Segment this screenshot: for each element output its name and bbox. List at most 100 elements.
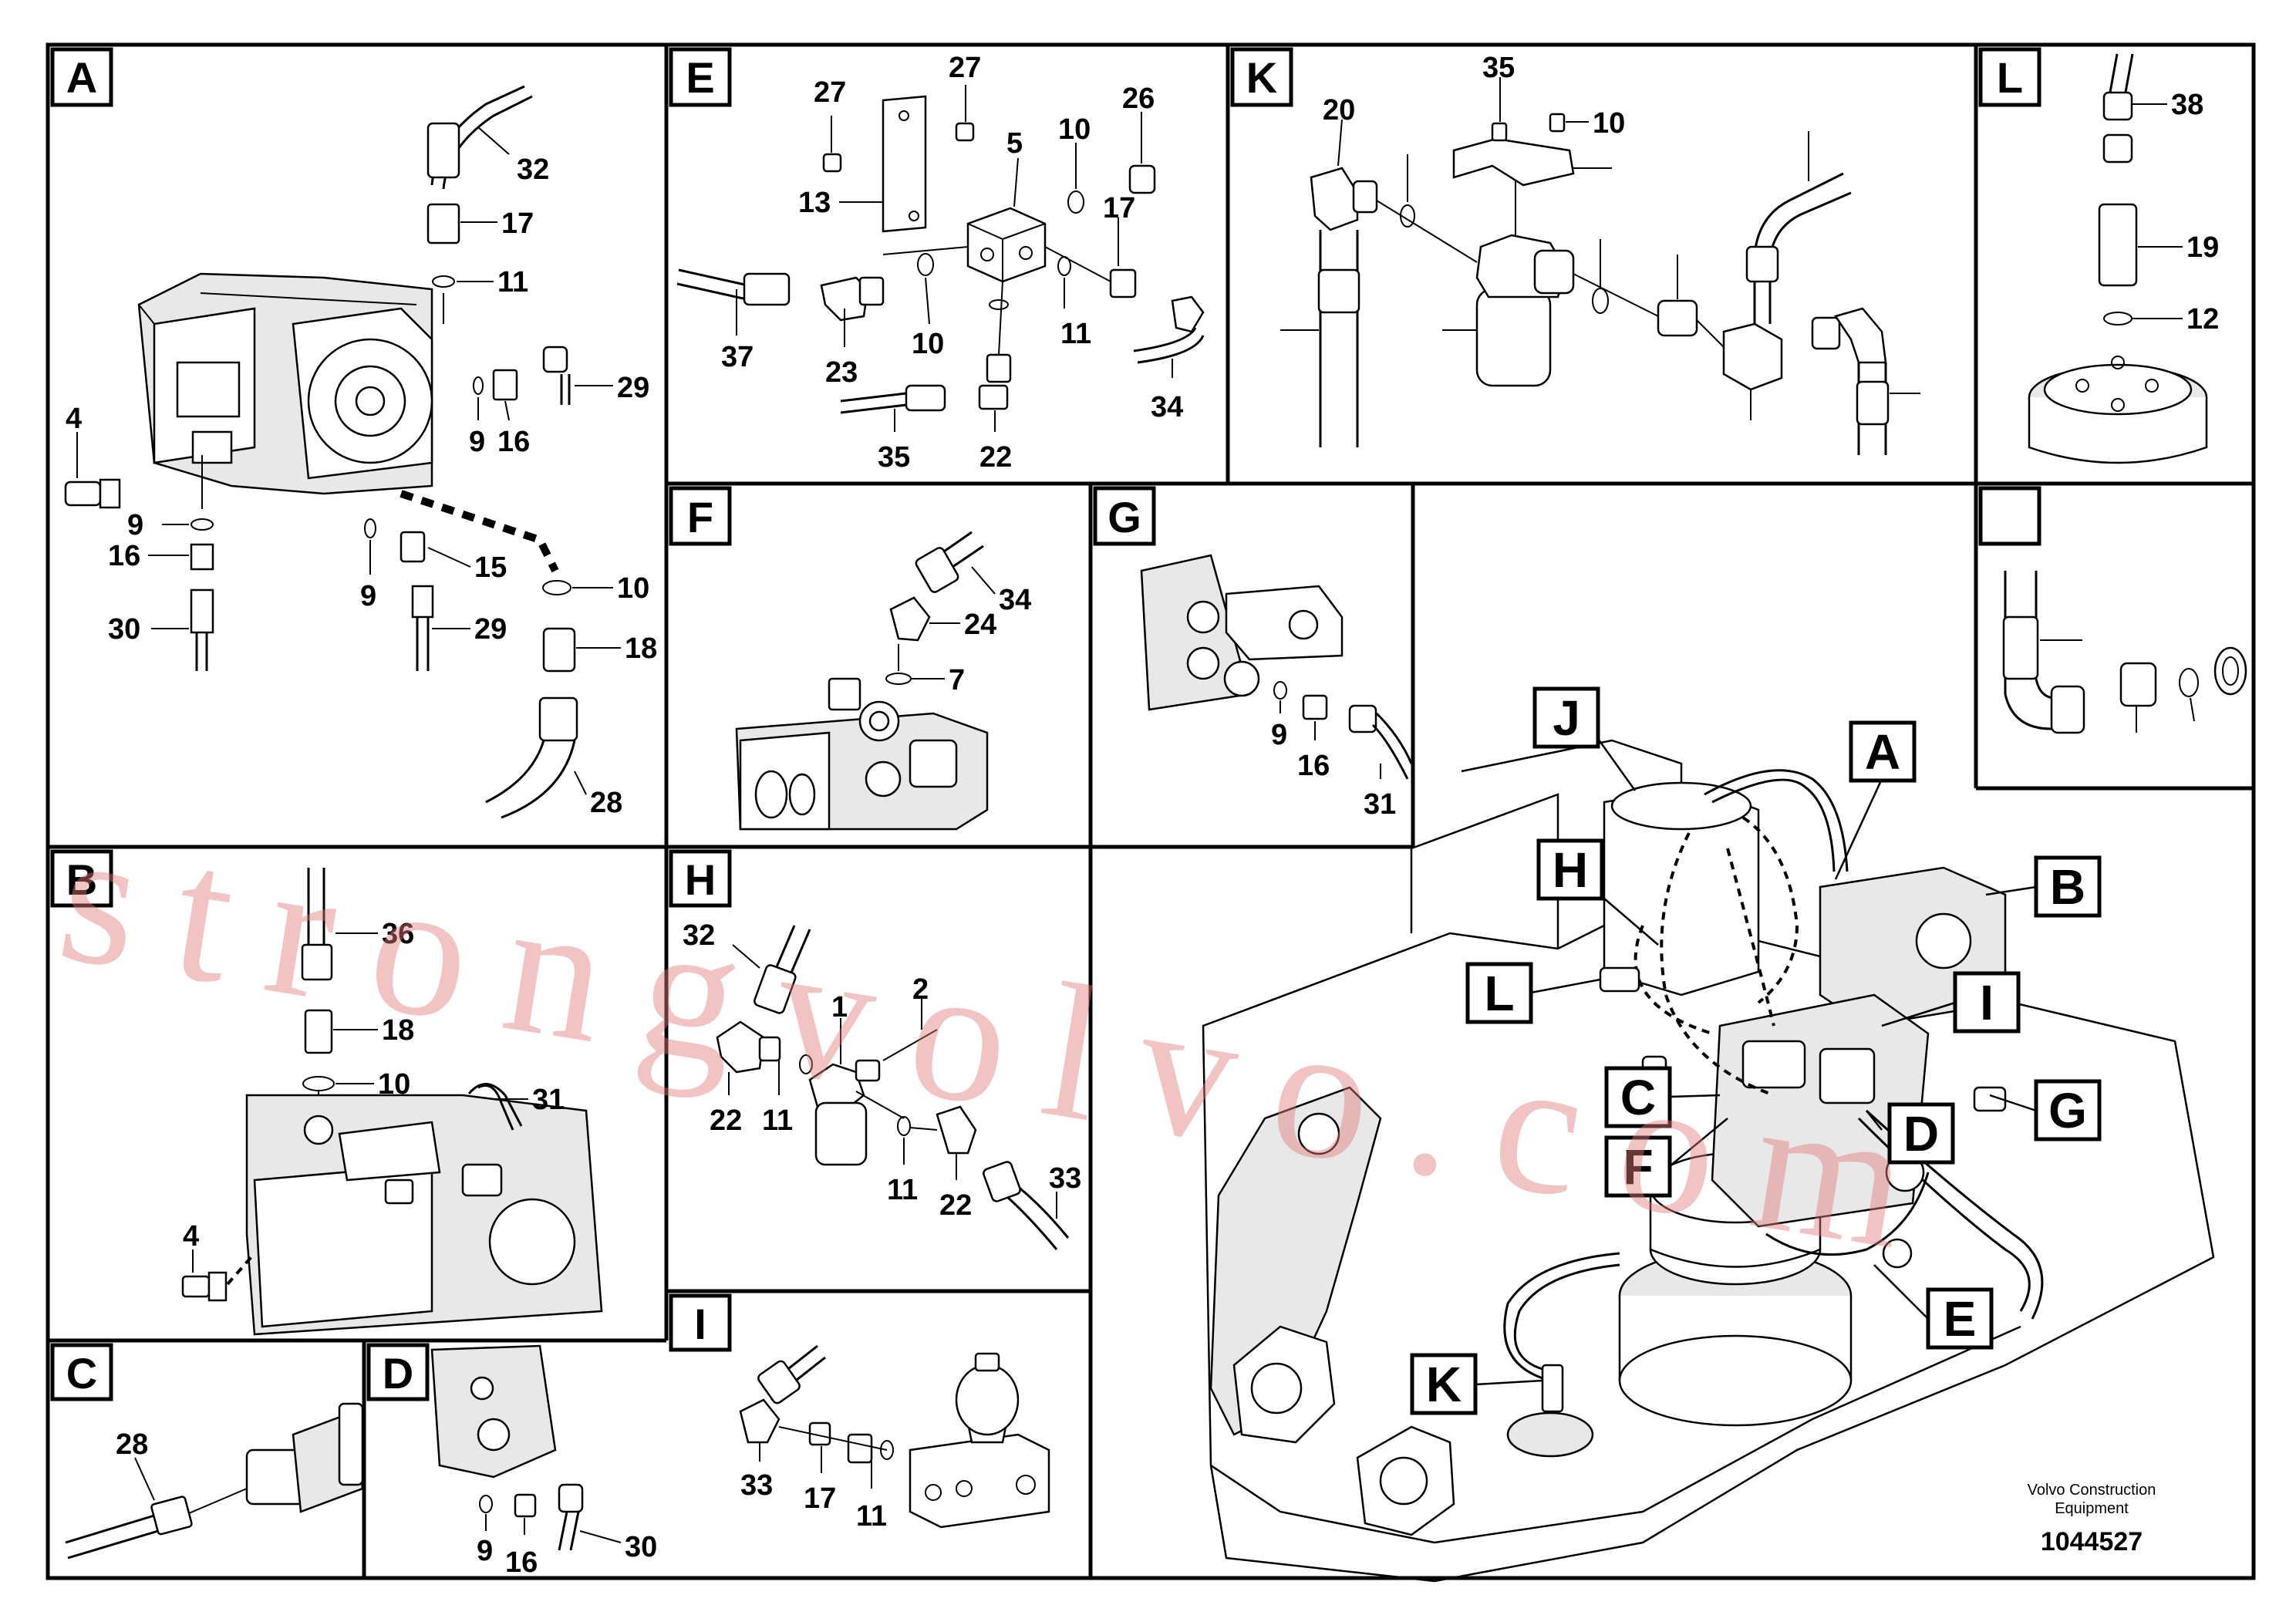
publisher-credit: Volvo Construction Equipment 1044527 [2028,1482,2156,1556]
overview-callout-f: F [1623,1139,1653,1195]
panel-a-label-29-top: 29 [617,372,649,404]
overview-callout-j: J [1553,690,1580,746]
panel-a-label-9-right: 9 [469,426,485,458]
panel-a-label-30: 30 [108,613,140,646]
panel-i-label-17: 17 [804,1482,836,1515]
panel-b: B 36 18 10 31 4 [50,849,603,1336]
panel-e-label-10-low: 10 [912,328,944,360]
panel-e-label-35: 35 [878,441,910,474]
panel-e-label-11: 11 [1060,318,1091,350]
panel-e-label-22: 22 [979,441,1012,474]
panel-a: A [50,47,657,819]
overview-callout-c: C [1620,1070,1656,1125]
panel-h-label-22-left: 22 [710,1104,742,1137]
document-number: 1044527 [2041,1527,2143,1556]
panel-b-labels: 36 18 10 31 4 [183,918,565,1273]
pump-body-drawing [137,272,433,495]
panel-e: E [669,47,1205,474]
panel-h-labels: 32 2 1 22 11 11 22 33 [683,919,1081,1222]
overview-callout-a: A [1865,724,1900,780]
panel-b-label-36: 36 [382,918,414,950]
panel-c-letter: C [66,1349,97,1398]
panel-f-label-7: 7 [949,664,965,696]
panel-i-label-11: 11 [856,1500,887,1533]
panel-a-label-17: 17 [501,207,534,240]
panel-e-label-34: 34 [1151,391,1183,423]
panel-c-label-28: 28 [116,1428,148,1461]
panel-d-label-30: 30 [625,1531,657,1563]
overview-callout-k: K [1426,1357,1462,1412]
panel-f-label-34: 34 [999,584,1031,616]
panel-e-label-10-top: 10 [1058,113,1091,146]
panel-a-label-16-left: 16 [108,540,140,572]
panel-g-label-16: 16 [1297,750,1330,782]
panel-e-label-37: 37 [721,341,754,373]
panel-a-label-4: 4 [66,403,82,435]
valve-block-drawing [245,1094,603,1336]
panel-h-label-22-right: 22 [939,1189,972,1222]
panel-a-labels: 32 17 11 29 4 9 16 9 16 15 9 29 30 [66,126,657,819]
panel-grid [46,42,2256,1580]
overview-machine-drawing [1202,739,2215,1583]
panel-i: I 33 17 11 [669,1293,1050,1533]
panel-l [1978,486,2247,734]
panel-b-label-4: 4 [183,1220,199,1253]
panel-b-label-10: 10 [378,1068,410,1101]
panel-j-labels: 35 20 10 [1280,52,1920,420]
panel-h-label-1: 1 [831,991,848,1023]
panel-a-label-28: 28 [590,787,622,819]
overview-callout-l: L [1484,966,1514,1021]
panel-i-label-33: 33 [740,1469,773,1502]
overview-callout-g: G [2048,1083,2087,1138]
panel-d-labels: 9 16 30 [477,1514,657,1579]
panel-e-label-5: 5 [1006,127,1023,160]
panel-i-labels: 33 17 11 [740,1442,887,1533]
panel-k-label-10: 12 [2186,303,2219,336]
overview-callout-e: E [1944,1291,1977,1347]
panel-d-label-9: 9 [477,1535,493,1567]
overview-callouts: J A H B L I C G D F E K [1410,686,2102,1415]
panel-f: F 34 24 7 [669,486,1031,831]
panel-e-label-26: 26 [1122,83,1155,115]
overview-callout-b: B [2050,859,2085,915]
panel-h-label-2: 2 [912,973,929,1006]
control-valve-drawing [735,677,989,831]
panel-e-label-17: 17 [1103,192,1135,224]
panel-a-label-9-mid: 9 [360,580,376,612]
panel-j-label-27-right: 10 [1593,107,1625,140]
panel-f-labels: 34 24 7 [912,566,1031,696]
panel-b-letter: B [66,855,97,904]
panel-h-label-32: 32 [683,919,715,952]
panel-k-labels: 38 19 12 [2132,89,2219,336]
panel-g-label-31: 31 [1364,788,1396,821]
panel-e-label-27-top: 27 [949,52,981,84]
panel-j-label-27-top: 35 [1482,52,1515,84]
panel-g-labels: 9 16 31 [1271,700,1396,821]
panel-g: G 9 16 31 [1093,486,1413,821]
panel-g-label-9: 9 [1271,719,1287,751]
panel-f-letter: F [687,493,713,541]
panel-k: L 38 19 12 [1978,47,2219,464]
panel-a-letter: A [66,53,97,102]
panel-g-letter: G [1108,493,1141,541]
panel-c: C 28 [50,1343,364,1560]
panel-a-label-15: 15 [474,551,507,584]
panel-f-label-24: 24 [964,609,996,641]
panel-h-label-33: 33 [1049,1162,1081,1195]
panel-a-label-32: 32 [517,153,549,186]
panel-k-label-35: 38 [2171,89,2203,121]
panel-h-letter: H [685,855,716,904]
panel-a-label-11: 11 [497,266,528,298]
panel-a-label-16-right: 16 [497,426,530,458]
panel-e-label-13: 13 [798,187,831,219]
panel-j: K 35 20 [1230,47,1920,455]
panel-a-label-18: 18 [625,632,657,665]
panel-k-label-20: 19 [2186,231,2219,264]
credit-line-1: Volvo Construction [2028,1482,2156,1499]
panel-l-labels [2040,639,2195,733]
panel-a-label-29-mid: 29 [474,613,507,646]
panel-a-label-10: 10 [617,572,649,605]
panel-b-label-31: 31 [532,1084,565,1116]
overview-callout-h: H [1553,842,1588,898]
